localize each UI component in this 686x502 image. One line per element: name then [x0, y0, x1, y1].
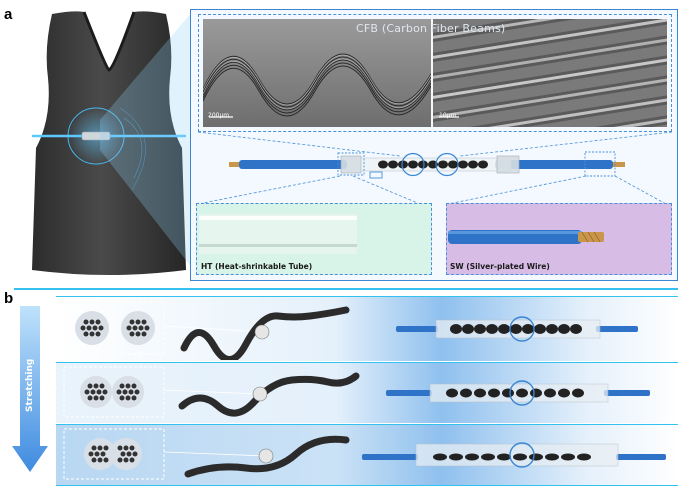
projection-beam: [100, 12, 192, 268]
stretching-label: Stretching: [25, 358, 35, 412]
sem-connector-lines: [197, 131, 673, 157]
sw-label: SW (Silver-plated Wire): [450, 262, 550, 271]
stage-row-2: [56, 362, 678, 423]
sensor-device: [229, 151, 625, 179]
panel-a-letter: a: [4, 6, 13, 23]
sem-title: CFB (Carbon Fiber Beams): [356, 22, 506, 35]
row1-illustration: [63, 301, 638, 360]
sem-frame: [198, 14, 672, 132]
row3-illustration: [63, 428, 666, 480]
stretching-arrow: [12, 306, 48, 472]
sem-image-straight-fibers: [433, 19, 667, 127]
heat-shrink-tube-image: [199, 214, 357, 254]
panel-b-letter: b: [4, 290, 14, 307]
scale-bar-right-label: 10μm: [439, 112, 457, 119]
panel-divider: [14, 288, 678, 290]
sem-image-wavy-fibers: [203, 19, 431, 127]
ht-label: HT (Heat-shrinkable Tube): [201, 262, 313, 271]
row2-illustration: [63, 366, 650, 418]
inset-connector-lines: [197, 175, 667, 205]
silver-plated-wire-image: [448, 230, 604, 244]
scale-bar-left-label: 200μm: [208, 112, 230, 119]
smart-vest-illustration: [32, 11, 186, 275]
